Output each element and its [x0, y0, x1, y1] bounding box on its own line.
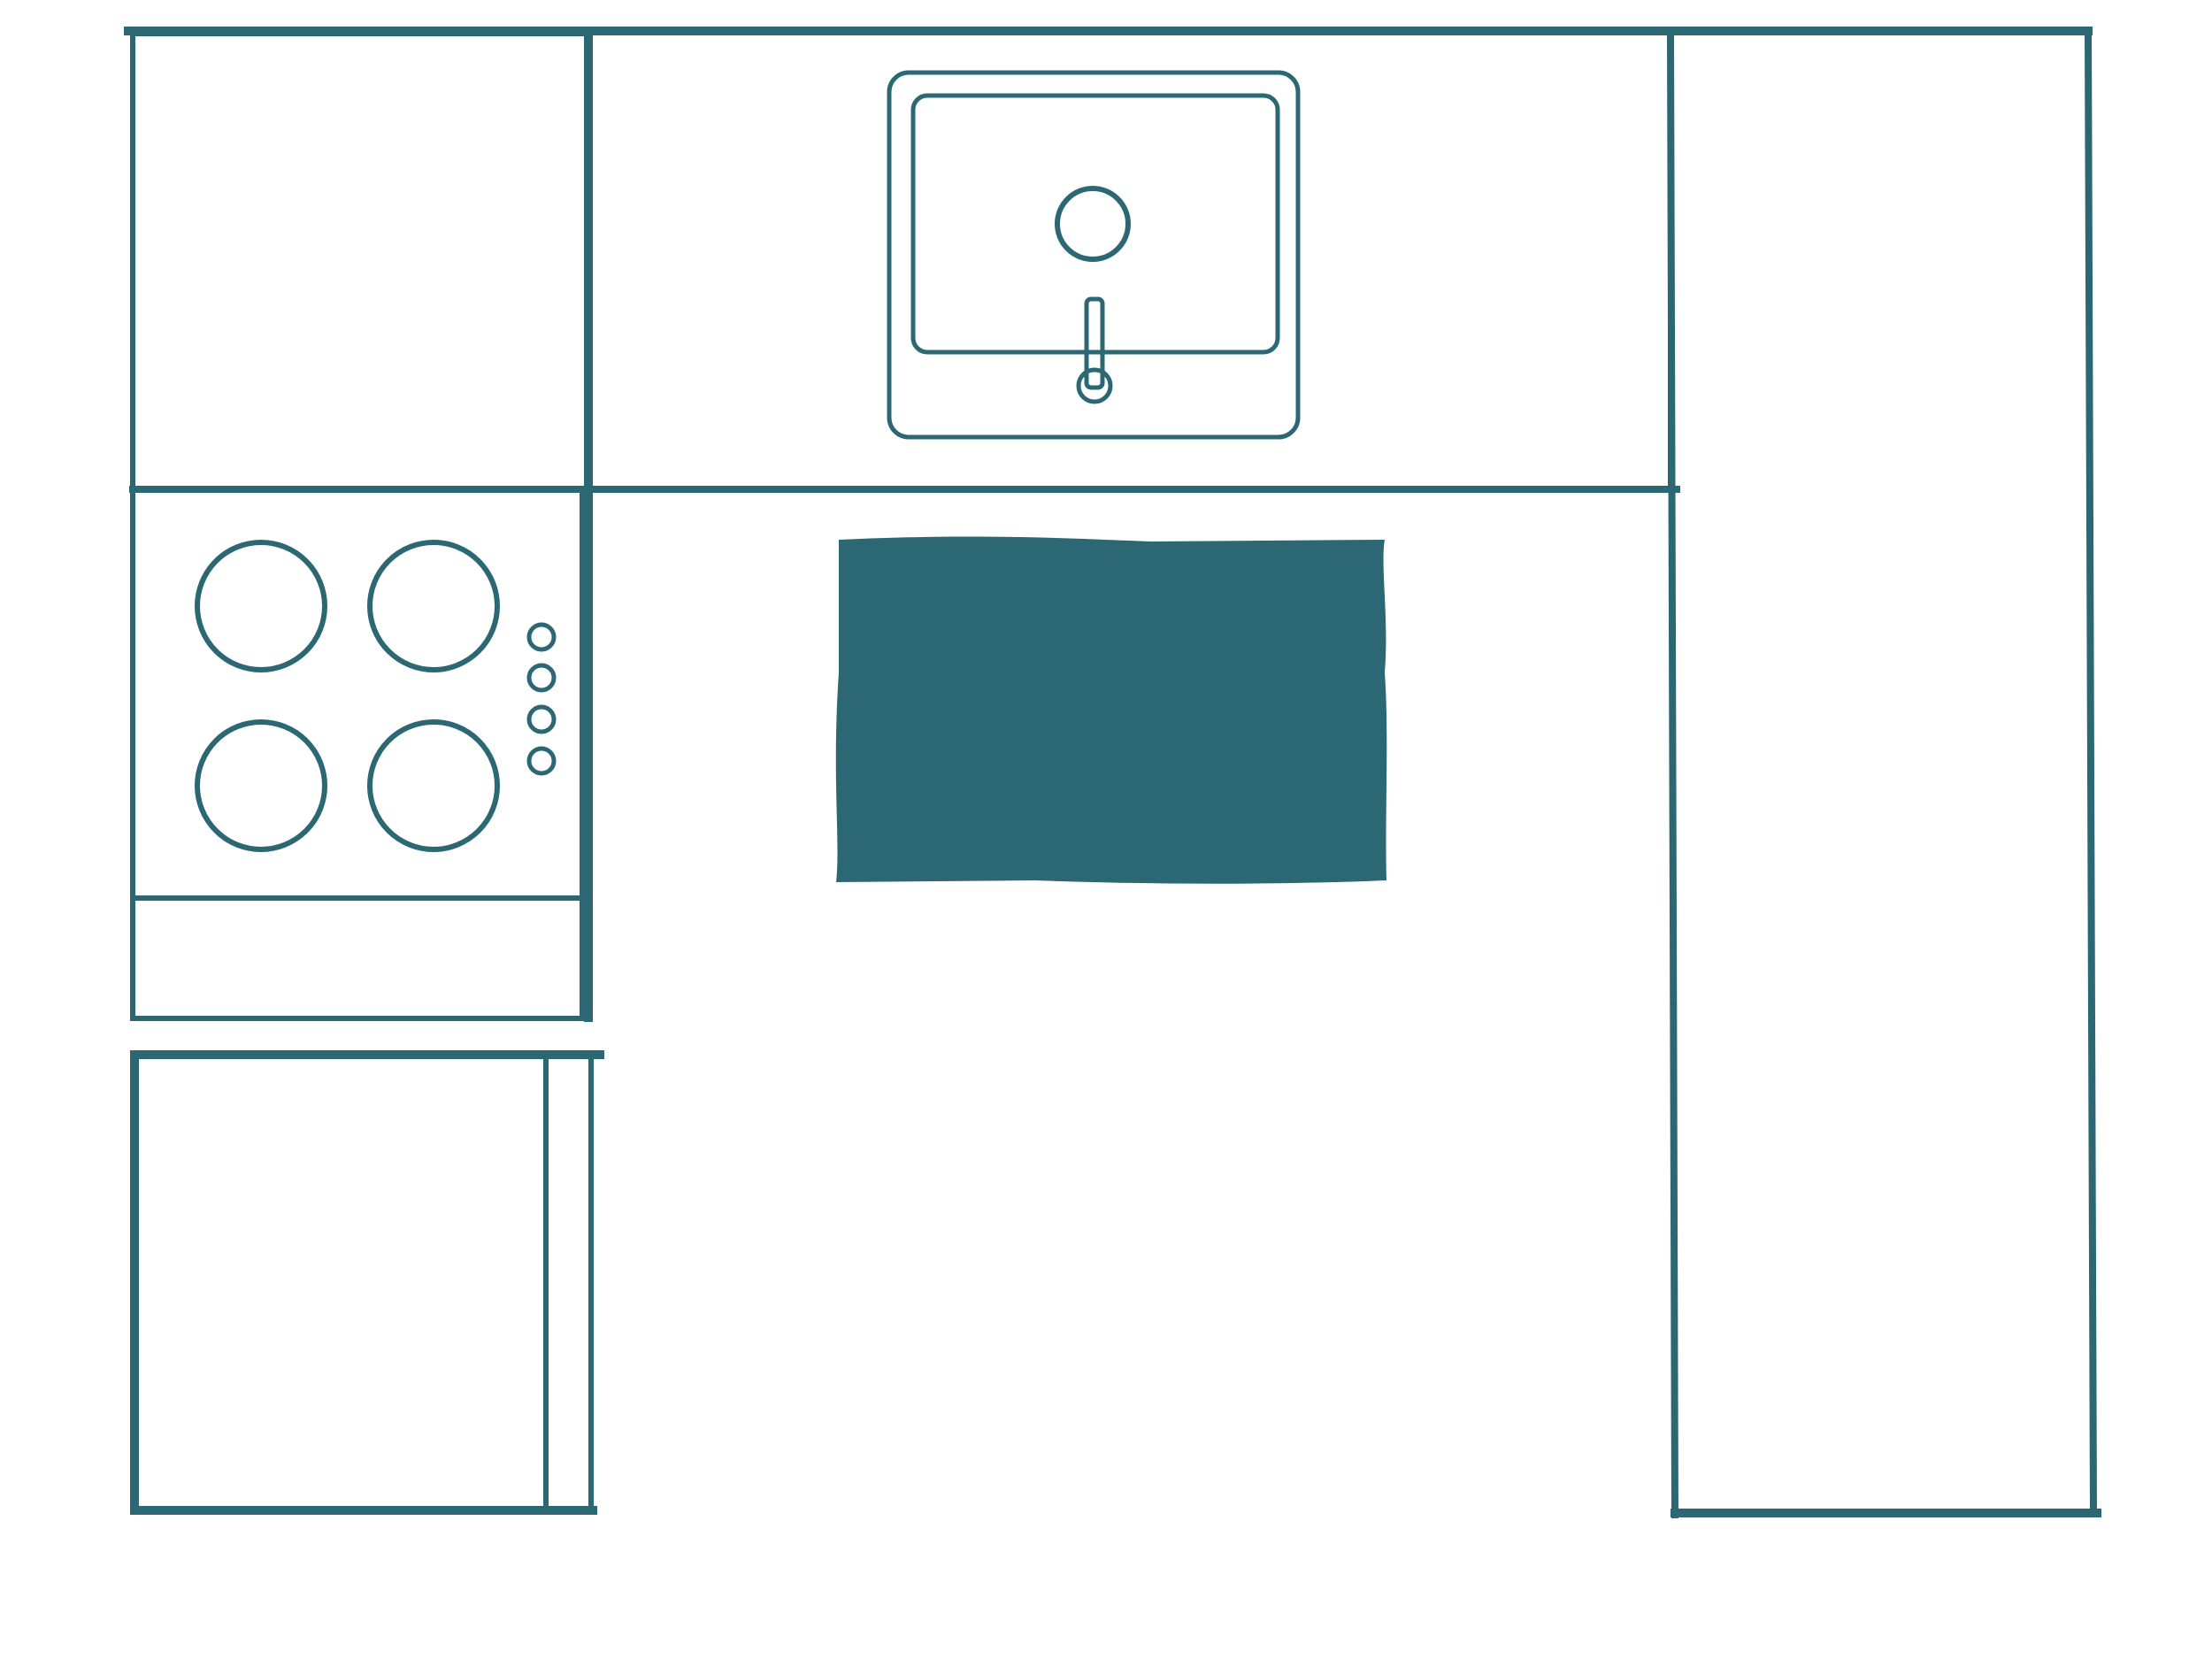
burner-front-right [367, 540, 500, 672]
control-knob-2 [526, 663, 557, 693]
control-knob-3 [526, 704, 557, 734]
control-knob-4 [526, 746, 557, 776]
control-knob-1 [526, 622, 557, 652]
refrigerator [130, 1050, 604, 1515]
kitchen-island [835, 536, 1387, 884]
burner-back-right [367, 719, 500, 852]
burner-back-left [195, 719, 327, 852]
cooktop [130, 487, 585, 1021]
burner-front-left [195, 540, 327, 672]
tall-pantry-cabinet [1666, 27, 2101, 1519]
upper-left-cabinet [130, 31, 591, 492]
sink [887, 70, 1301, 440]
faucet [1076, 296, 1113, 404]
